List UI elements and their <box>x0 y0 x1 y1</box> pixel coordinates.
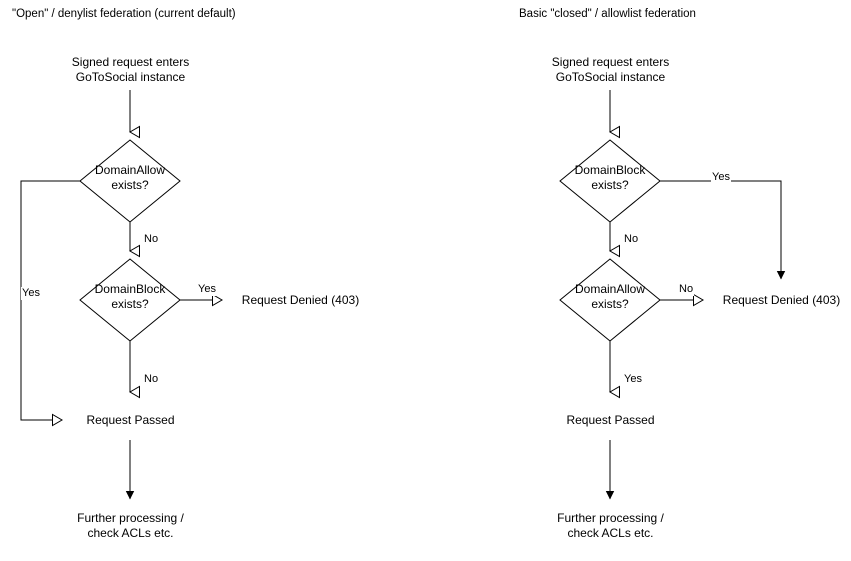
left-passed-label-box: Request Passed <box>70 400 191 440</box>
right-edge-label-allow-no: No <box>678 283 695 296</box>
left-start-label-box: Signed request enters GoToSocial instanc… <box>70 50 191 90</box>
left-further-label: Further processing / check ACLs etc. <box>77 510 184 540</box>
right-denied-label: Request Denied (403) <box>722 293 841 307</box>
left-denied-label-box: Request Denied (403) <box>230 281 371 320</box>
right-start-label-box: Signed request enters GoToSocial instanc… <box>550 50 671 90</box>
left-panel-edges <box>20 89 223 500</box>
right-further-label: Further processing / check ACLs etc. <box>557 510 664 540</box>
right-panel-edges <box>605 89 786 500</box>
left-domainallow-diamond <box>79 139 181 223</box>
right-passed-label: Request Passed <box>566 412 655 427</box>
right-further-label-box: Further processing / check ACLs etc. <box>550 500 671 551</box>
right-edge-label-block-no: No <box>623 233 640 246</box>
right-passed-label-box: Request Passed <box>550 400 671 440</box>
right-edge-label-block-yes: Yes <box>711 171 731 184</box>
left-panel-title: "Open" / denylist federation (current de… <box>12 8 236 20</box>
left-edge-label-allow-no: No <box>143 233 160 246</box>
left-edge-allow-yes <box>20 180 80 427</box>
right-domainallow-diamond <box>559 258 661 342</box>
right-domainblock-diamond <box>559 139 661 223</box>
left-edge-label-block-no: No <box>143 373 160 386</box>
left-start-label: Signed request enters GoToSocial instanc… <box>71 55 190 84</box>
right-denied-label-box: Request Denied (403) <box>711 281 851 320</box>
left-passed-label: Request Passed <box>86 412 175 427</box>
right-start-label: Signed request enters GoToSocial instanc… <box>551 55 670 84</box>
left-edge-label-block-yes: Yes <box>197 283 217 296</box>
left-edge-label-allow-yes: Yes <box>21 287 41 300</box>
right-panel-title: Basic "closed" / allowlist federation <box>519 8 696 20</box>
right-edge-block-yes <box>660 180 786 280</box>
right-edge-label-allow-yes: Yes <box>623 373 643 386</box>
left-domainblock-diamond <box>79 258 181 342</box>
left-denied-label: Request Denied (403) <box>241 293 360 307</box>
left-further-label-box: Further processing / check ACLs etc. <box>70 500 191 551</box>
